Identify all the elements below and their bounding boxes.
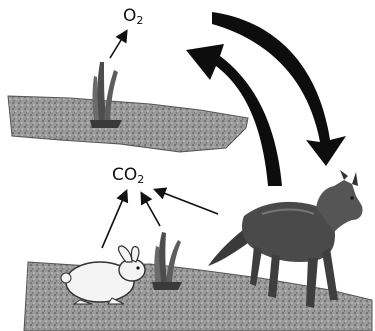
cycle-arrow-icon (212, 12, 346, 166)
gas-arrow-icon (102, 192, 126, 248)
gas-arrow-icon (156, 190, 218, 214)
carbon-dioxide-label: CO2 (112, 167, 144, 185)
gas-arrow-icon (142, 194, 160, 226)
gas-arrow-icon (110, 32, 126, 58)
oxygen-label: O2 (123, 8, 143, 26)
upper-soil-patch (8, 96, 248, 152)
